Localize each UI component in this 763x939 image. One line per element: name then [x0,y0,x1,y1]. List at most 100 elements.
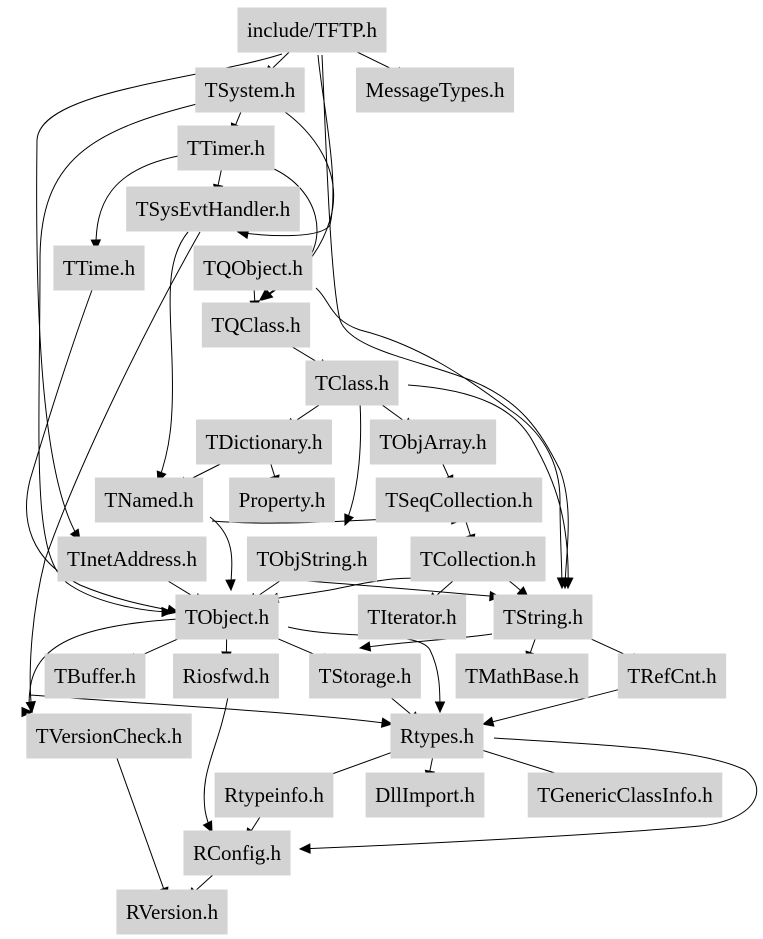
node-tobjarray[interactable]: TObjArray.h [369,419,497,465]
node-label: TTimer.h [187,136,265,160]
arrowhead [225,579,236,592]
node-label: TQObject.h [203,256,303,280]
edge-line [321,749,399,779]
node-label: TSysEvtHandler.h [136,197,291,221]
node-box [527,772,723,818]
node-property[interactable]: Property.h [229,477,335,523]
node-tmathbase[interactable]: TMathBase.h [455,653,589,699]
edge-tclass-to-tstring [407,384,574,590]
edge-tnamed-to-tobject [209,516,236,592]
node-ttimer[interactable]: TTimer.h [177,125,275,171]
node-label: TVersionCheck.h [36,724,183,748]
node-tsystem[interactable]: TSystem.h [195,67,305,113]
node-tgenericclassinfo[interactable]: TGenericClassInfo.h [527,772,723,818]
edge-tsysevthandler-to-tversioncheck [25,231,201,714]
node-label: TRefCnt.h [627,664,717,688]
node-label: TString.h [503,605,583,629]
edge-line [407,384,569,589]
node-trefcnt[interactable]: TRefCnt.h [617,653,727,699]
node-label: TObject.h [185,605,270,629]
node-label: Riosfwd.h [183,664,270,688]
arrowhead [259,289,272,301]
edge-line [95,155,179,251]
node-tqobject[interactable]: TQObject.h [193,245,313,291]
node-label: TMathBase.h [465,664,579,688]
node-box [173,653,279,699]
node-tftp[interactable]: include/TFTP.h [237,7,387,53]
node-label: TObjString.h [256,547,368,571]
node-tobject[interactable]: TObject.h [175,594,279,640]
node-box [357,594,467,640]
node-tseqcollection[interactable]: TSeqCollection.h [375,477,543,523]
edge-line [113,749,165,889]
edge-line [359,633,493,649]
node-tnamed[interactable]: TNamed.h [94,477,204,523]
edge-line [209,516,233,591]
node-box [410,536,546,582]
node-tstring[interactable]: TString.h [493,594,593,640]
node-box [355,67,515,113]
node-tcollection[interactable]: TCollection.h [410,536,546,582]
edge-line [492,689,619,723]
node-riosfwd[interactable]: Riosfwd.h [173,653,279,699]
arrowhead [298,843,311,854]
arrowhead [556,577,568,590]
edge-tclass-to-tobjstring [344,401,362,527]
edge-line [344,401,362,526]
node-tstorage[interactable]: TStorage.h [309,653,421,699]
node-label: TBuffer.h [54,664,136,688]
node-box [175,594,279,640]
arrowhead [380,717,394,728]
node-box [44,653,146,699]
edge-ttime-to-tobject [26,289,180,615]
edge-riosfwd-to-rconfig [202,696,229,834]
node-label: MessageTypes.h [365,78,505,102]
node-box [26,713,192,759]
edge-tsysevthandler-to-tnamed [156,231,189,484]
node-box [617,653,727,699]
node-tbuffer[interactable]: TBuffer.h [44,653,146,699]
arrowhead [358,641,372,652]
node-label: TInetAddress.h [67,547,198,571]
node-box [195,67,305,113]
node-label: include/TFTP.h [247,18,378,42]
node-box [390,713,484,759]
node-tsysevthandler[interactable]: TSysEvtHandler.h [126,186,300,232]
node-label: TNamed.h [104,488,194,512]
node-tdictionary[interactable]: TDictionary.h [195,419,333,465]
node-tobjstring[interactable]: TObjString.h [246,536,378,582]
edge-tobject-to-rtypes [287,626,446,714]
node-tinetaddress[interactable]: TInetAddress.h [57,536,207,582]
edge-line [29,231,201,713]
edge-line [38,101,206,613]
node-box [214,772,334,818]
node-box [365,772,485,818]
node-box [126,186,300,232]
edge-line [315,287,563,589]
node-label: DllImport.h [375,783,475,807]
edge-line [287,626,441,713]
node-tclass[interactable]: TClass.h [305,360,399,406]
node-box [94,477,204,523]
node-dllimport[interactable]: DllImport.h [365,772,485,818]
node-ttime[interactable]: TTime.h [53,245,145,291]
node-box [183,830,291,876]
node-label: Property.h [239,488,326,512]
node-tversioncheck[interactable]: TVersionCheck.h [26,713,192,759]
node-rversion[interactable]: RVersion.h [116,889,228,935]
node-messagetypes[interactable]: MessageTypes.h [355,67,515,113]
edge-line [157,231,189,483]
arrowhead [166,604,180,615]
node-box [493,594,593,640]
node-rconfig[interactable]: RConfig.h [183,830,291,876]
node-rtypeinfo[interactable]: Rtypeinfo.h [214,772,334,818]
node-rtypes[interactable]: Rtypes.h [390,713,484,759]
edge-trefcnt-to-rtypes [481,689,619,727]
arrowhead [563,577,574,590]
node-titerator[interactable]: TIterator.h [357,594,467,640]
node-box [193,245,313,291]
node-tqclass[interactable]: TQClass.h [201,302,311,348]
edge-line [321,54,569,589]
